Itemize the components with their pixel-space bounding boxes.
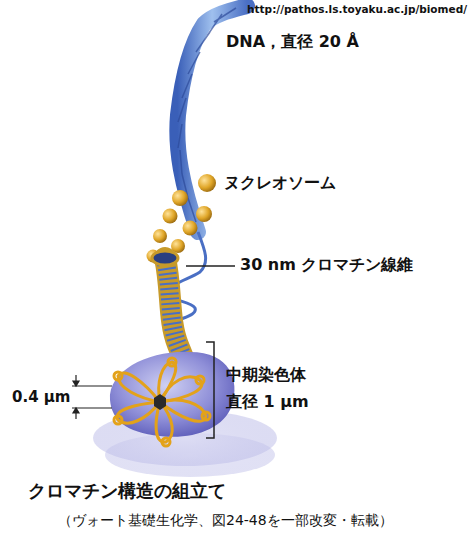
- nucleosome-label: ヌクレオソーム: [224, 173, 336, 192]
- leader-line: [186, 265, 235, 267]
- dna-label: DNA，直径 20 Å: [226, 32, 359, 51]
- url-watermark: http://pathos.ls.toyaku.ac.jp/biomed/: [247, 3, 467, 16]
- bracket: [206, 342, 214, 438]
- source-note: （ヴォート基礎生化学、図24-48を一部改変・転載）: [58, 512, 393, 529]
- figure-caption: クロマチン構造の組立て: [28, 480, 226, 502]
- nucleosome-beads: [147, 174, 217, 263]
- chromosome-label: 中期染色体: [226, 365, 306, 384]
- fiber-end: [152, 251, 178, 265]
- dimension-label: 直径 1 μm: [226, 392, 309, 411]
- chromosome-loops: [114, 358, 210, 446]
- fiber-label: 30 nm クロマチン線維: [240, 255, 413, 274]
- dimension-label: 0.4 μm: [12, 388, 70, 406]
- dimension-marks: [72, 375, 112, 419]
